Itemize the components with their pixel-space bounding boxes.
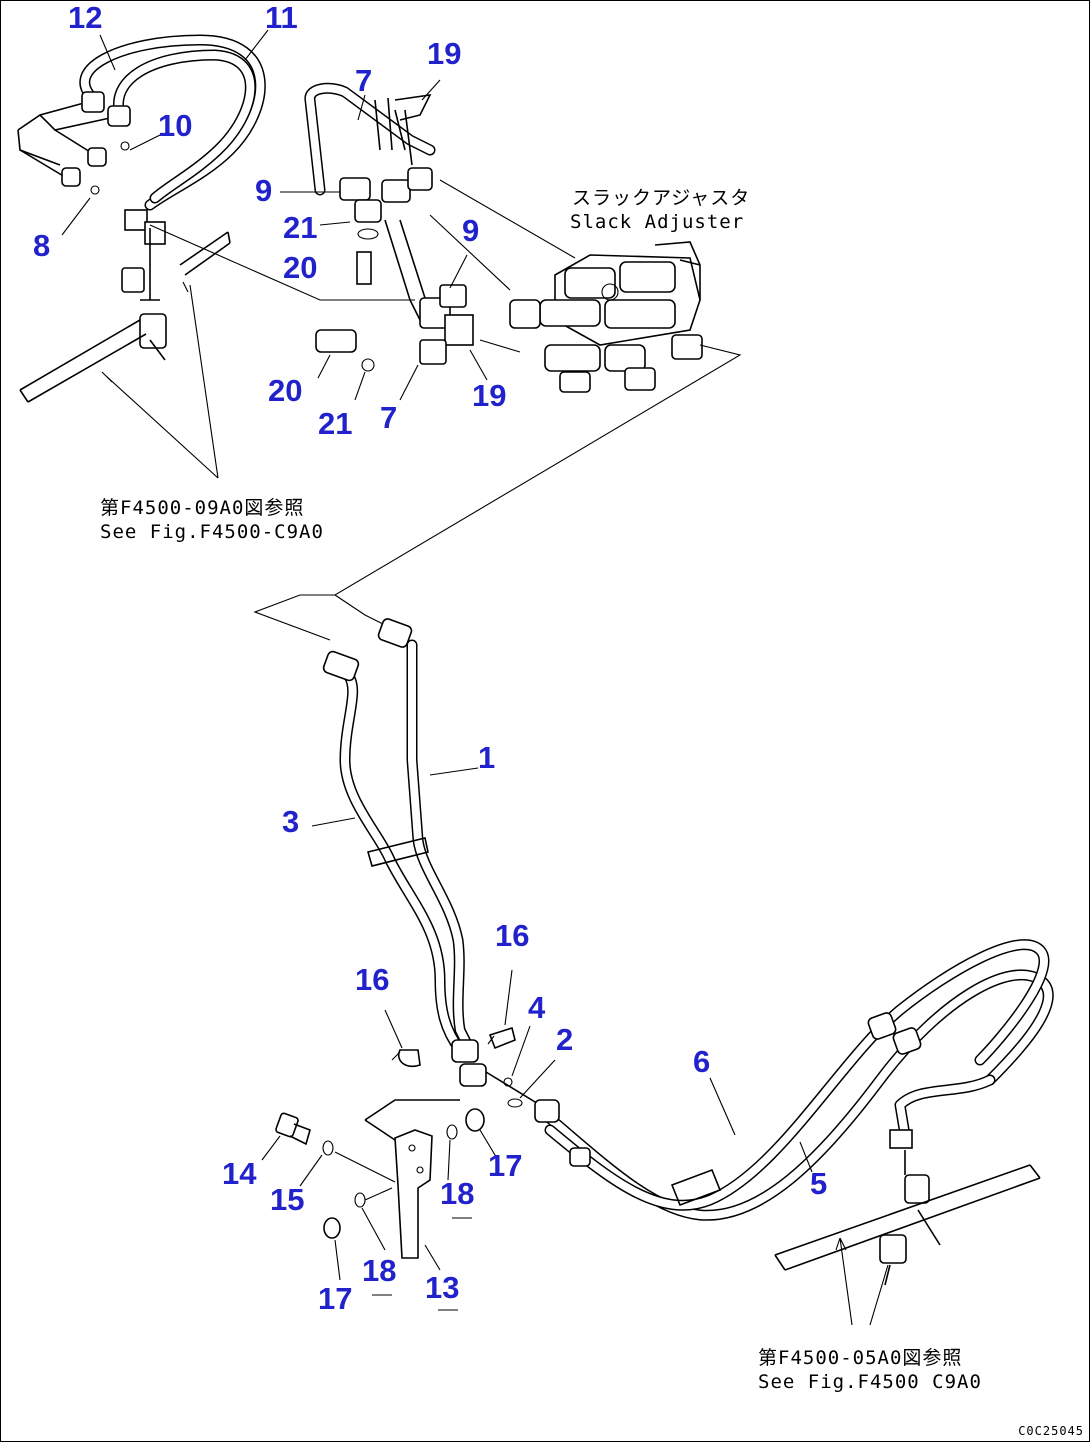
callout-20-bottom: 20 xyxy=(268,373,303,408)
callout-16-left: 16 xyxy=(355,962,390,997)
callout-14: 14 xyxy=(222,1156,257,1191)
callout-4: 4 xyxy=(528,990,546,1025)
callout-16-right: 16 xyxy=(495,918,530,953)
callout-19-bottom: 19 xyxy=(472,378,507,413)
callout-13: 13 xyxy=(425,1270,460,1305)
reference-note-top-en: See Fig.F4500-C9A0 xyxy=(100,521,324,543)
hose-1-and-3 xyxy=(322,618,487,1087)
callout-18-right: 18 xyxy=(440,1176,475,1211)
hose-5-and-6 xyxy=(534,939,1054,1286)
callout-5: 5 xyxy=(810,1166,828,1201)
callout-9-right: 9 xyxy=(462,213,480,248)
reference-note-bottom-jp: 第F4500-05A0図参照 xyxy=(758,1347,963,1369)
callout-12: 12 xyxy=(68,0,103,35)
callout-8: 8 xyxy=(33,228,51,263)
valve-top-center xyxy=(304,82,474,372)
reference-note-bottom-en: See Fig.F4500 C9A0 xyxy=(758,1371,982,1393)
clips-and-fittings xyxy=(384,969,556,1108)
callout-7-bottom: 7 xyxy=(380,400,398,435)
callout-9-left: 9 xyxy=(255,173,273,208)
slack-adjuster-label-en: Slack Adjuster xyxy=(570,211,745,233)
slack-adjuster-label-jp: スラックアジャスタ xyxy=(572,187,751,209)
callout-15: 15 xyxy=(270,1182,305,1217)
leader-slack-adjuster xyxy=(429,179,576,291)
callout-11: 11 xyxy=(265,0,298,35)
callout-19-top: 19 xyxy=(427,36,462,71)
callout-1: 1 xyxy=(478,740,496,775)
callout-17-right: 17 xyxy=(488,1148,523,1183)
leaders-middle xyxy=(311,767,479,827)
callout-3: 3 xyxy=(282,804,300,839)
callout-17-left: 17 xyxy=(318,1281,353,1316)
callout-2: 2 xyxy=(556,1022,574,1057)
callout-10: 10 xyxy=(158,108,193,143)
callout-21-bottom: 21 xyxy=(318,406,353,441)
callout-20-top: 20 xyxy=(283,250,318,285)
callout-18-left: 18 xyxy=(362,1253,397,1288)
callout-21-top: 21 xyxy=(283,210,318,245)
reference-note-top-jp: 第F4500-09A0図参照 xyxy=(100,497,305,519)
leaders-top-center xyxy=(280,79,488,401)
callout-7-top: 7 xyxy=(355,63,373,98)
leaders-bottom-right xyxy=(709,1077,889,1326)
assembly-outline xyxy=(149,224,742,641)
hose-assembly-top-left xyxy=(17,34,266,403)
bracket-and-bolts xyxy=(261,1099,499,1311)
slack-adjuster xyxy=(509,241,703,393)
drawing-code: C0C25045 xyxy=(1018,1424,1084,1438)
callout-6: 6 xyxy=(693,1044,711,1079)
leaders-top-left xyxy=(61,29,269,479)
